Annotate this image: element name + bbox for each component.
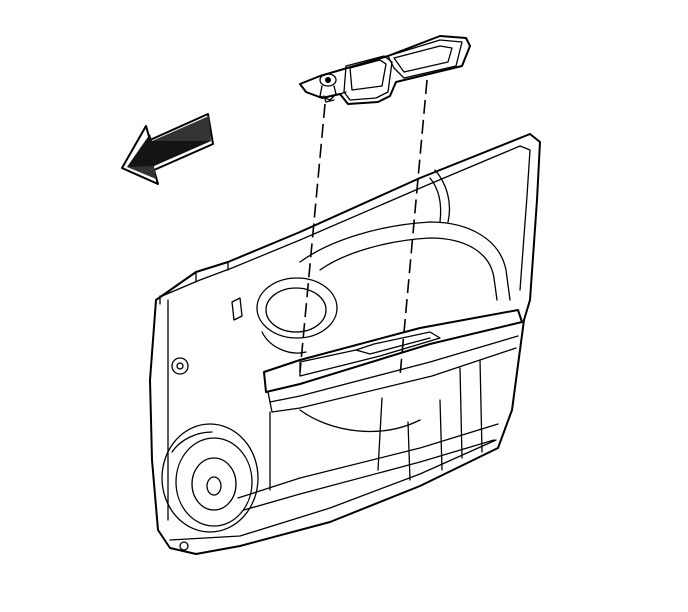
alignment-lines xyxy=(299,79,428,377)
direction-arrow-icon xyxy=(121,113,214,185)
mounting-clip xyxy=(319,73,337,103)
door-trim-panel xyxy=(149,133,541,555)
door-pull-handle-cup xyxy=(299,35,471,105)
speaker-grille xyxy=(161,423,259,533)
